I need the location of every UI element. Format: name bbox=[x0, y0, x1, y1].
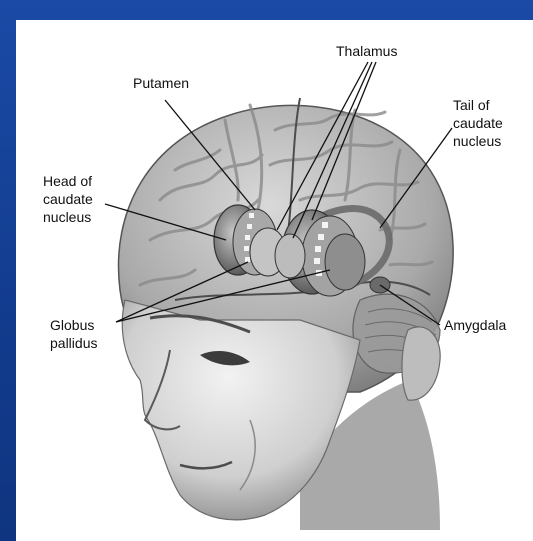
label-putamen: Putamen bbox=[133, 75, 189, 91]
label-tail-line2: caudate bbox=[453, 115, 503, 131]
globus-pallidus-right bbox=[325, 234, 365, 290]
label-globus-line1: Globus bbox=[50, 317, 94, 333]
label-tail-line3: nucleus bbox=[453, 133, 501, 149]
label-head-line2: caudate bbox=[43, 191, 93, 207]
label-thalamus: Thalamus bbox=[336, 43, 397, 59]
label-tail-line1: Tail of bbox=[453, 97, 490, 113]
thalamus-right bbox=[275, 234, 305, 278]
label-head-line3: nucleus bbox=[43, 209, 91, 225]
label-amygdala: Amygdala bbox=[444, 317, 506, 333]
ear bbox=[402, 327, 440, 400]
label-globus-line2: pallidus bbox=[50, 335, 97, 351]
label-head-line1: Head of bbox=[43, 173, 92, 189]
